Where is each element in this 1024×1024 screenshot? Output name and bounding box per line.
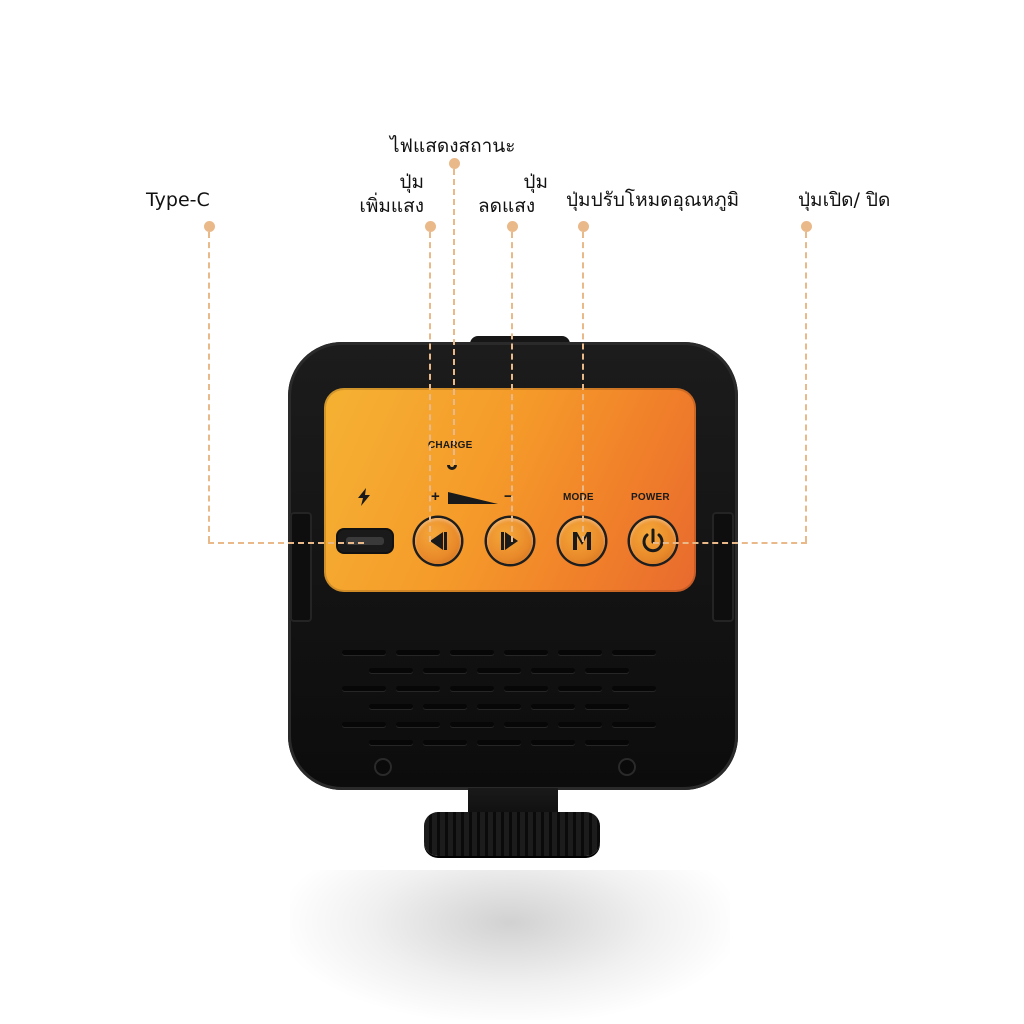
leader-dot-power bbox=[801, 221, 812, 232]
usb-c-port[interactable] bbox=[338, 530, 392, 552]
leader-dot-status-light bbox=[449, 158, 460, 169]
vent-slot bbox=[450, 650, 494, 655]
vent-slot bbox=[396, 722, 440, 727]
vent-slot bbox=[342, 650, 386, 655]
vent-slot bbox=[585, 740, 629, 745]
leader-line-brightness-down bbox=[511, 232, 513, 542]
vent-slot bbox=[504, 650, 548, 655]
leader-line-type-c-horizontal bbox=[208, 542, 364, 544]
vent-slot bbox=[423, 704, 467, 709]
vent-slot bbox=[531, 740, 575, 745]
callout-brightness-up: ปุ่ม เพิ่มแสง bbox=[344, 170, 424, 218]
callout-mode-button: ปุ่มปรับโหมดอุณหภูมิ bbox=[566, 189, 740, 211]
minus-sign: − bbox=[504, 488, 513, 505]
vent-slot bbox=[396, 650, 440, 655]
floor-reflection bbox=[290, 870, 730, 1020]
vent-slot bbox=[450, 686, 494, 691]
vent-slot bbox=[531, 704, 575, 709]
brightness-up-button[interactable] bbox=[415, 518, 461, 564]
vent-slot bbox=[612, 686, 656, 691]
callout-brightness-down: ปุ่ม ลดแสง bbox=[478, 170, 548, 218]
speaker-vents bbox=[336, 644, 686, 752]
lightning-icon bbox=[356, 488, 372, 506]
callout-brightness-up-line2: เพิ่มแสง bbox=[359, 195, 424, 217]
leader-line-status-light bbox=[453, 169, 455, 465]
leader-line-type-c-vertical bbox=[208, 232, 210, 542]
vent-slot bbox=[423, 668, 467, 673]
leader-line-brightness-up bbox=[429, 232, 431, 542]
power-icon bbox=[642, 528, 664, 553]
screw-left bbox=[374, 758, 392, 776]
vent-slot bbox=[369, 668, 413, 673]
vent-slot bbox=[369, 740, 413, 745]
vent-slot bbox=[477, 740, 521, 745]
brightness-ramp-icon bbox=[448, 489, 498, 504]
leader-dot-mode bbox=[578, 221, 589, 232]
vent-slot bbox=[585, 704, 629, 709]
screw-right bbox=[618, 758, 636, 776]
vent-slot bbox=[558, 686, 602, 691]
callout-status-light: ไฟแสดงสถานะ bbox=[390, 135, 516, 157]
brightness-down-icon bbox=[501, 532, 518, 550]
usb-c-port-slot bbox=[346, 537, 384, 545]
leader-dot-brightness-up bbox=[425, 221, 436, 232]
brightness-down-button[interactable] bbox=[487, 518, 533, 564]
leader-dot-brightness-down bbox=[507, 221, 518, 232]
callout-brightness-down-line1: ปุ่ม bbox=[523, 171, 548, 193]
vent-slot bbox=[504, 722, 548, 727]
leader-line-power-horizontal bbox=[653, 542, 807, 544]
callout-brightness-down-line2: ลดแสง bbox=[478, 195, 536, 217]
vent-slot bbox=[423, 740, 467, 745]
vent-slot bbox=[612, 650, 656, 655]
right-side-clip bbox=[712, 512, 734, 622]
callout-type-c: Type-C bbox=[146, 189, 210, 211]
power-button[interactable] bbox=[630, 518, 676, 564]
vent-slot bbox=[477, 668, 521, 673]
callout-brightness-up-line1: ปุ่ม bbox=[399, 171, 424, 193]
vent-slot bbox=[477, 704, 521, 709]
callout-power-button: ปุ่มเปิด/ ปิด bbox=[798, 189, 891, 211]
leader-line-power-vertical bbox=[805, 232, 807, 542]
mode-icon bbox=[573, 532, 591, 550]
vent-slot bbox=[396, 686, 440, 691]
charge-label: CHARGE bbox=[428, 440, 473, 451]
leader-dot-type-c bbox=[204, 221, 215, 232]
vent-slot bbox=[369, 704, 413, 709]
vent-slot bbox=[612, 722, 656, 727]
vent-slot bbox=[531, 668, 575, 673]
vent-slot bbox=[504, 686, 548, 691]
charge-indicator-icon bbox=[445, 456, 459, 470]
vent-slot bbox=[558, 650, 602, 655]
power-label: POWER bbox=[631, 492, 670, 503]
left-side-clip bbox=[290, 512, 312, 622]
vent-slot bbox=[585, 668, 629, 673]
brightness-up-icon bbox=[430, 532, 447, 550]
vent-slot bbox=[342, 722, 386, 727]
plus-sign: + bbox=[431, 488, 440, 505]
mode-label: MODE bbox=[563, 492, 594, 503]
vent-slot bbox=[558, 722, 602, 727]
leader-line-mode bbox=[582, 232, 584, 542]
vent-slot bbox=[450, 722, 494, 727]
mount-knob bbox=[424, 812, 600, 856]
vent-slot bbox=[342, 686, 386, 691]
